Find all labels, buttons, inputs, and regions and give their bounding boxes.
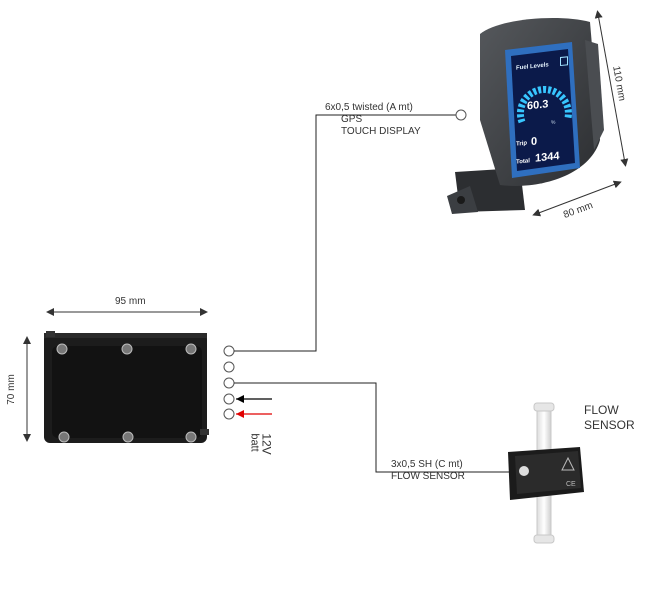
controller-connectors xyxy=(223,345,235,420)
controller-height-label: 70 mm xyxy=(5,374,17,405)
display-height-arrow xyxy=(594,10,629,167)
power-label-line1: 12V xyxy=(259,433,274,455)
display-cable-line2: GPS xyxy=(341,114,363,125)
display-cable-label: 6x0,5 twisted (A mt) GPS TOUCH DISPLAY xyxy=(325,102,421,138)
flow-sensor-cable-label: 3x0,5 SH (C mt) FLOW SENSOR xyxy=(391,459,465,483)
gauge-unit: % xyxy=(551,119,556,127)
gauge-value: 60.3 xyxy=(527,98,549,113)
display-width-arrow xyxy=(532,180,622,217)
total-value: 1344 xyxy=(535,150,560,165)
flow-sensor-title-line2: SENSOR xyxy=(584,418,635,432)
flow-sensor-title: FLOW SENSOR xyxy=(584,403,635,433)
power-negative-arrow xyxy=(236,395,244,403)
display-cable-line3: TOUCH DISPLAY xyxy=(341,126,421,137)
display-screen: Fuel Levels 60.3 % Trip 0 Total 1344 xyxy=(513,50,573,168)
touch-display-unit xyxy=(447,18,604,214)
trip-label: Trip xyxy=(516,140,528,148)
total-label: Total xyxy=(516,158,530,166)
svg-text:CE: CE xyxy=(566,481,576,488)
display-cable xyxy=(234,114,456,352)
flow-sensor-cable-line2: FLOW SENSOR xyxy=(391,471,465,482)
power-label: 12V batt xyxy=(248,433,274,455)
power-positive-arrow xyxy=(236,410,244,418)
trip-value: 0 xyxy=(531,135,538,149)
flow-sensor-device: CE xyxy=(508,402,584,544)
flow-sensor-title-line1: FLOW xyxy=(584,403,619,417)
fuel-pump-icon xyxy=(560,56,568,67)
controller-width-label: 95 mm xyxy=(115,296,146,307)
power-label-line2: batt xyxy=(248,433,261,452)
display-cable-line1: 6x0,5 twisted (A mt) xyxy=(325,102,413,113)
flow-sensor-cable xyxy=(234,382,520,473)
controller-unit xyxy=(44,331,209,443)
display-connector xyxy=(455,109,467,121)
flow-sensor-cable-line1: 3x0,5 SH (C mt) xyxy=(391,459,463,470)
screen-title: Fuel Levels xyxy=(516,62,549,72)
